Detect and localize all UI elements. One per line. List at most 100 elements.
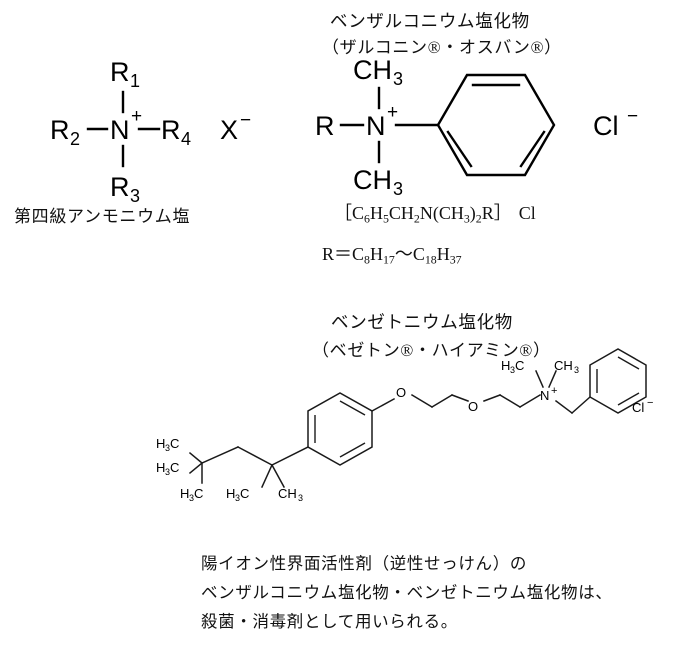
atom-label-r1-subscript: 1 <box>130 71 140 91</box>
benzalkonium-title: ベンザルコニウム塩化物 <box>330 11 530 31</box>
atom-label-methyl-bottom: CH <box>353 165 392 195</box>
benzalkonium-diagram: R N + CH 3 CH 3 Cl − <box>315 55 638 199</box>
atom-label-quat-methyl-1-sub: 3 <box>235 493 240 503</box>
atom-label-methyl-right-sub: 3 <box>574 365 579 375</box>
atom-label-methyl-top-subscript: 3 <box>393 69 403 89</box>
atom-label-methyl-bottom-subscript: 3 <box>393 179 403 199</box>
ring-double-bond-lower-left <box>446 130 473 168</box>
formula-c1: C <box>352 203 365 223</box>
r-def-b: H <box>369 244 383 264</box>
atom-label-ether-oxygen-1: O <box>396 385 406 400</box>
bond-tbu-to-ch2 <box>201 446 239 464</box>
formula-bracket-open: ［ <box>334 203 352 223</box>
formula-h1-sub: 5 <box>382 211 389 226</box>
atom-label-tbutyl-methyl-1-sub: 3 <box>165 443 170 453</box>
bond-n-methyl-left <box>535 370 544 388</box>
atom-label-quat-methyl-2: CH <box>278 486 297 501</box>
quaternary-ammonium-structure: R 1 R 2 N + R 4 R 3 X − <box>40 50 290 206</box>
formula-paren-open: ( <box>432 203 439 223</box>
bond-tbu-methyl-1 <box>188 451 204 465</box>
formula-h3-sub: 3 <box>463 211 470 226</box>
bond-quat-methyl-2 <box>270 463 286 489</box>
bond-quat-to-ring <box>270 445 310 467</box>
formula-paren-close: ) <box>469 203 476 223</box>
atom-label-r-group: R <box>315 111 335 141</box>
bond-n-methyl-right <box>548 370 557 388</box>
atom-label-r4-subscript: 4 <box>181 129 191 149</box>
formula-paren-sub: 2 <box>475 211 482 226</box>
r-def-lead: R＝ <box>322 244 353 264</box>
atom-label-quat-methyl-2-sub: 3 <box>298 493 303 503</box>
r-def-c-sub: 18 <box>424 252 437 267</box>
caption-line-2: ベンザルコニウム塩化物・ベンゼトニウム塩化物は、 <box>201 583 613 602</box>
benzalkonium-structure: R N + CH 3 CH 3 Cl − <box>305 55 685 199</box>
benzethonium-title: ベンゼトニウム塩化物 <box>331 312 513 332</box>
atom-label-counter-ion-chloride: Cl <box>593 111 619 141</box>
ring-double-bond-lower-right <box>519 130 546 168</box>
atom-label-counter-ion-x: X <box>220 115 238 145</box>
bond-chain-c-d <box>498 393 522 409</box>
atom-label-methyl-right: CH <box>554 358 573 373</box>
benzalkonium-subtitle: （ザルコニン®・オスバン®） <box>322 38 562 57</box>
phenoxy-double-bond-top-right <box>339 400 366 416</box>
benzethonium-diagram: H 3 C H 3 C H 3 C H 3 C CH 3 O O N + <box>156 348 653 503</box>
charge-label-negative-chloride: − <box>627 106 638 127</box>
atom-label-tbutyl-methyl-1-h: H <box>156 436 165 451</box>
benzyl-double-bond-bottom-right <box>617 392 640 406</box>
formula-cl: Cl <box>518 203 536 223</box>
bond-ch2-to-quat <box>236 445 274 467</box>
benzene-ring-benzyl <box>589 348 647 414</box>
charge-label-positive: + <box>387 102 398 123</box>
benzyl-double-bond-top-right <box>617 356 640 370</box>
atom-label-r2: R <box>50 115 70 145</box>
atom-label-tbutyl-methyl-2-h: H <box>156 460 165 475</box>
bond-quat-methyl-1 <box>261 464 273 488</box>
atom-label-nitrogen: N <box>366 111 386 141</box>
benzethonium-subtitle: （ベゼトン®・ハイアミン®） <box>312 341 551 360</box>
atom-label-tbutyl-methyl-2-c: C <box>170 460 179 475</box>
formula-r: R <box>481 203 494 223</box>
atom-label-r3-subscript: 3 <box>130 186 140 206</box>
phenoxy-double-bond-bottom-right <box>339 442 366 458</box>
atom-label-tbutyl-methyl-2-sub: 3 <box>165 467 170 477</box>
bond-chain-a-b <box>430 393 454 409</box>
atom-label-r4: R <box>161 115 181 145</box>
formula-c3: C <box>438 203 451 223</box>
atom-label-quat-methyl-1-h: H <box>226 486 235 501</box>
atom-label-nitrogen: N <box>110 115 130 145</box>
bond-tbu-methyl-2 <box>188 461 204 475</box>
bond-ring-to-ether-o1 <box>370 397 396 413</box>
bond-o2-chain-c <box>483 394 501 402</box>
atom-label-methyl-left-c: C <box>515 358 524 373</box>
formula-h2-sub: 2 <box>413 211 420 226</box>
charge-label-positive: + <box>551 385 557 397</box>
formula-c1-sub: 6 <box>364 211 370 226</box>
bond-benzyl-ch2-to-ring <box>570 395 592 415</box>
formula-h1: H <box>369 203 383 223</box>
atom-label-r1: R <box>110 57 130 87</box>
benzene-ring-phenoxy <box>307 392 373 466</box>
r-def-a-sub: 8 <box>364 252 370 267</box>
atom-label-counter-ion-chloride: Cl <box>632 400 644 415</box>
r-def-d-sub: 37 <box>449 252 462 267</box>
atom-label-tbutyl-methyl-3-h: H <box>180 486 189 501</box>
bond-o1-chain-a <box>410 393 434 409</box>
bond-chain-d-to-n <box>518 393 542 409</box>
description-caption: 陽イオン性界面活性剤（逆性せっけん）の ベンザルコニウム塩化物・ベンゼトニウム塩… <box>201 549 698 636</box>
atom-label-r3: R <box>110 172 130 202</box>
formula-c2: C <box>388 203 401 223</box>
atom-label-quat-methyl-1-c: C <box>240 486 249 501</box>
bond-chain-b-to-o2 <box>451 394 469 402</box>
r-def-c: C <box>412 244 425 264</box>
atom-label-tbutyl-methyl-1-c: C <box>170 436 179 451</box>
caption-line-3: 殺菌・消毒剤として用いられる。 <box>201 612 458 631</box>
r-def-tilde: 〜 <box>394 244 413 264</box>
quaternary-ammonium-caption: 第四級アンモニウム塩 <box>14 207 191 226</box>
atom-label-tbutyl-methyl-3-sub: 3 <box>189 493 194 503</box>
r-def-a: C <box>352 244 365 264</box>
bond-n-to-benzyl-ch2 <box>554 399 574 415</box>
atom-label-methyl-left-sub: 3 <box>510 365 515 375</box>
quaternary-ammonium-diagram: R 1 R 2 N + R 4 R 3 X − <box>50 57 251 206</box>
atom-label-methyl-left-h: H <box>501 358 510 373</box>
formula-h2: H <box>400 203 414 223</box>
